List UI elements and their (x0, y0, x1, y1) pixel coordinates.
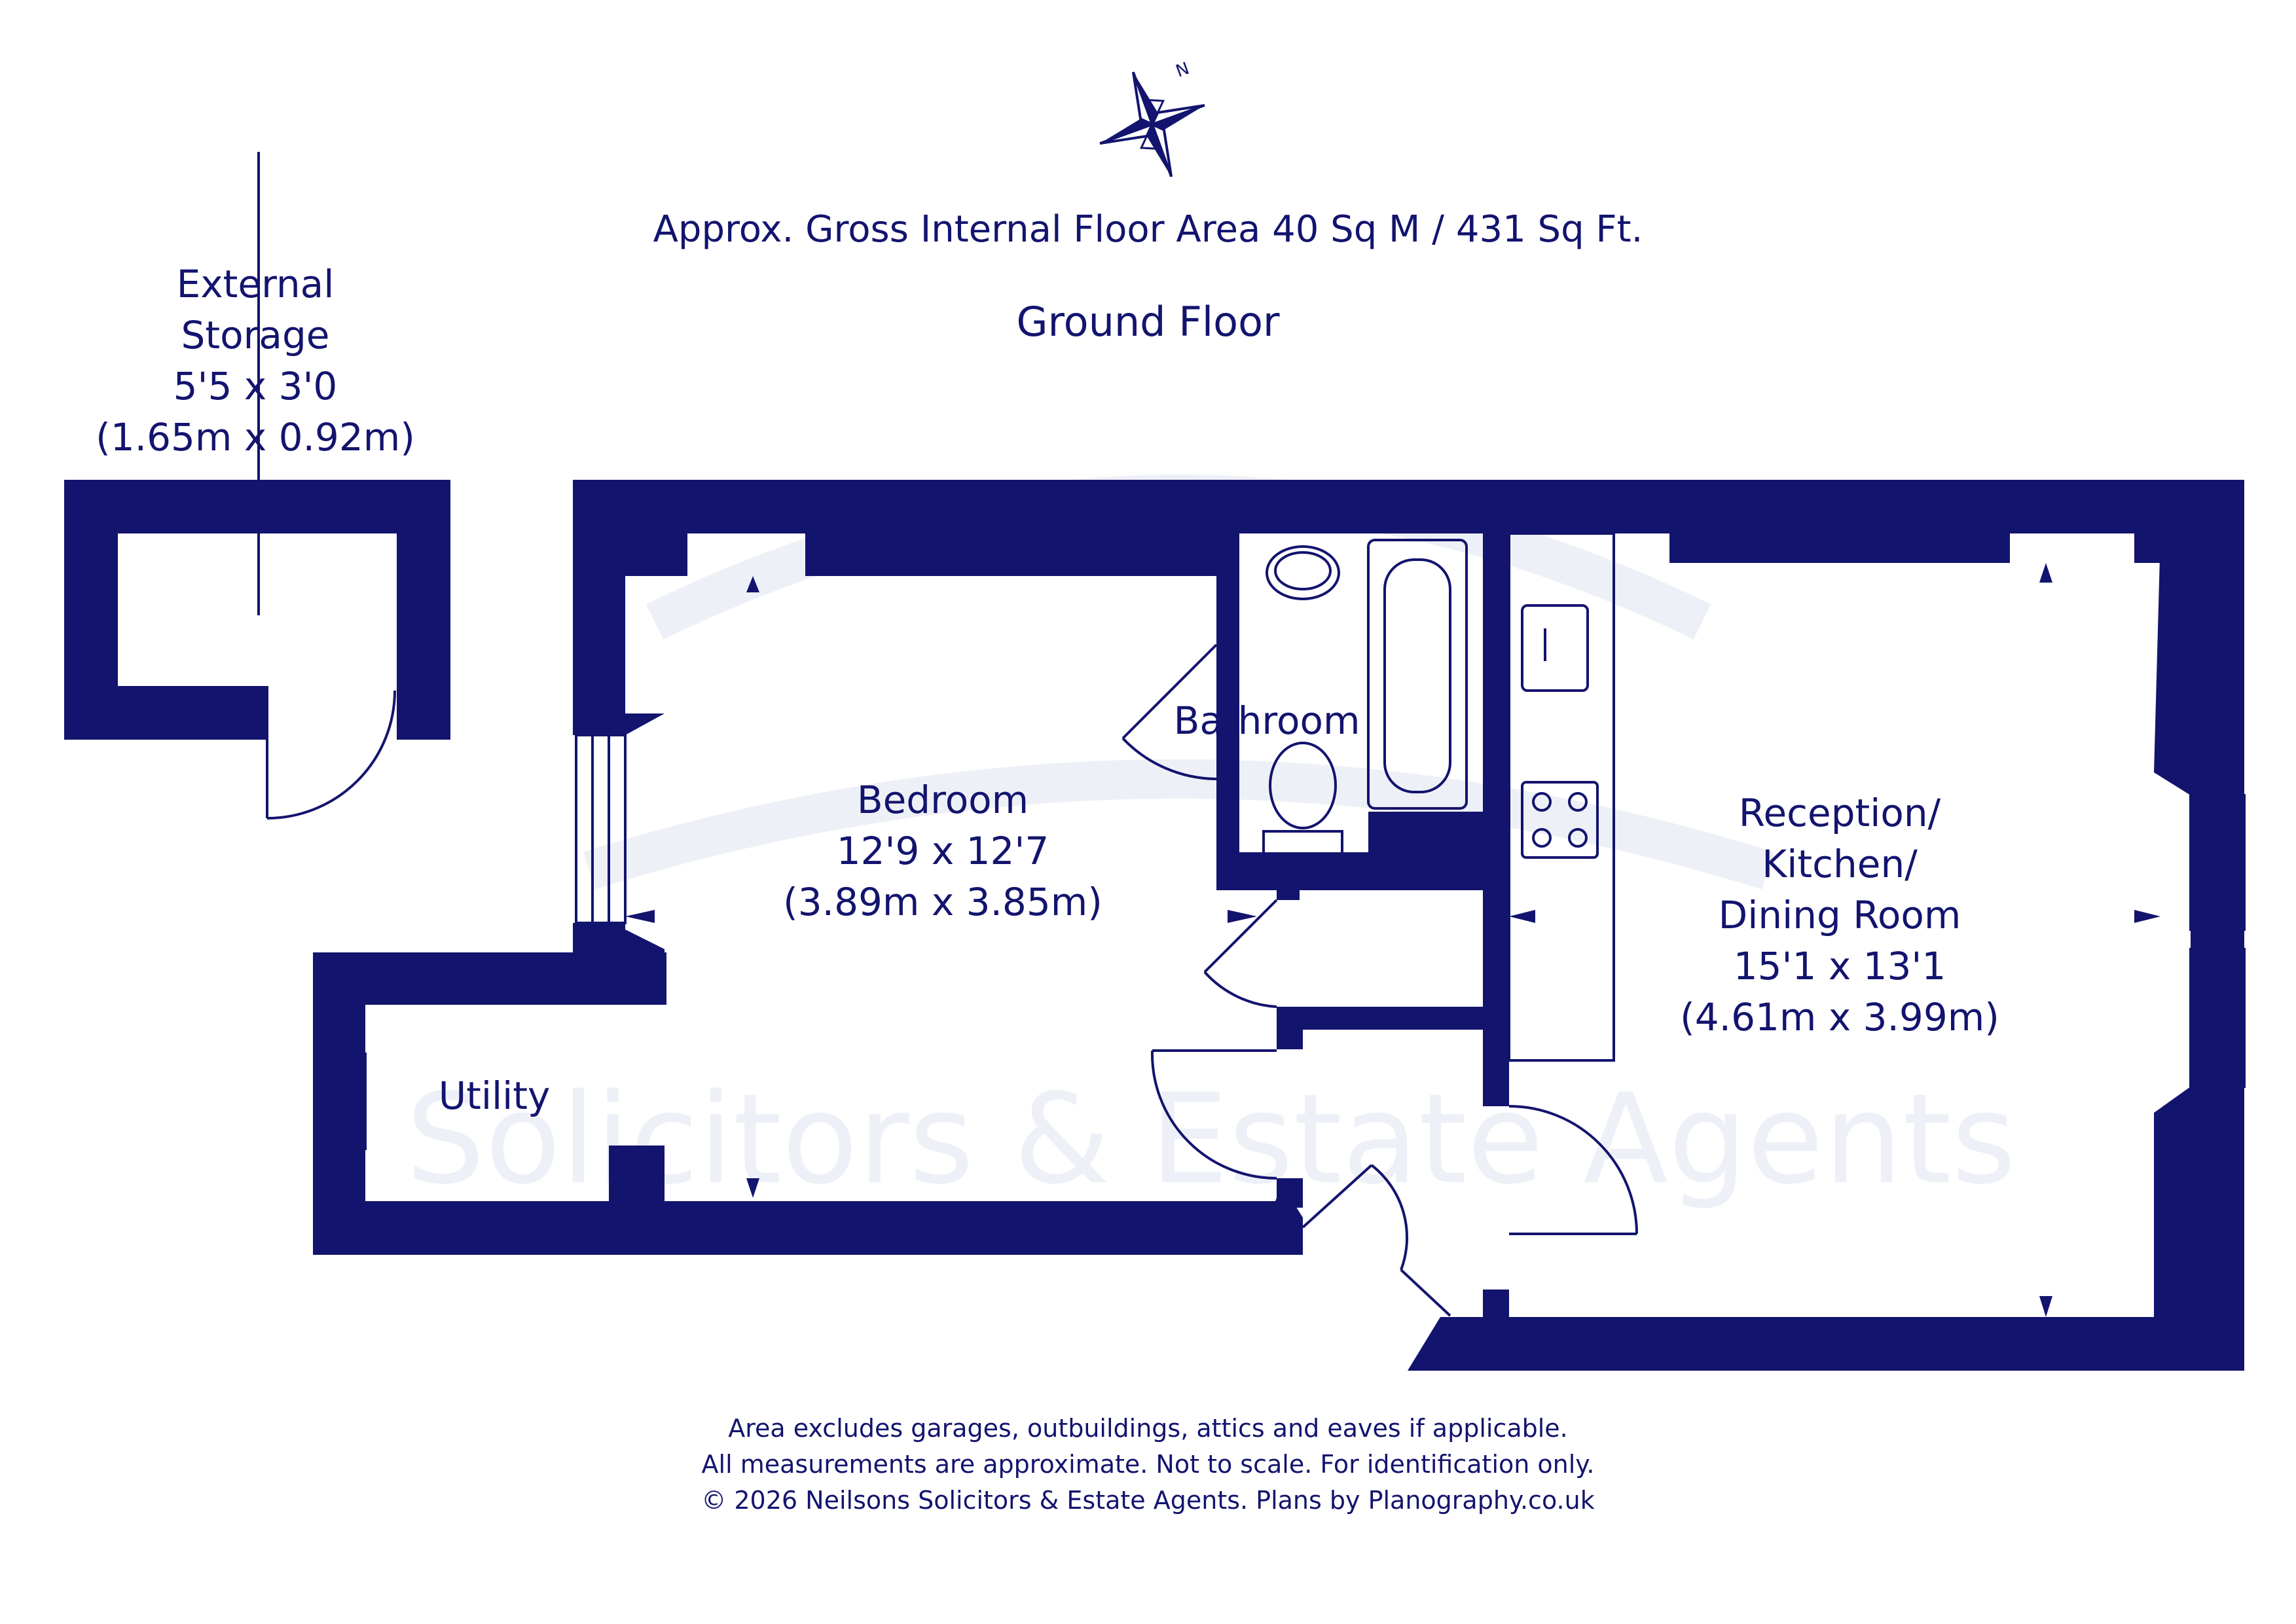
room-name: Bedroom (856, 778, 1029, 822)
room-name: Bathroom (1173, 698, 1360, 743)
compass-north-label: N (1173, 59, 1192, 82)
room-name-line1: Reception/ (1738, 791, 1941, 835)
room-name-line3: Dining Room (1718, 893, 1961, 937)
basin-icon (1266, 545, 1340, 600)
footer-disclaimer-1: Area excludes garages, outbuildings, att… (728, 1414, 1568, 1443)
room-dimensions-metric: (3.89m x 3.85m) (783, 880, 1102, 924)
room-name-line2: Storage (181, 313, 330, 357)
room-name-line1: External (176, 262, 335, 306)
room-dimensions-imperial: 15'1 x 13'1 (1733, 944, 1946, 988)
room-bathroom: Bathroom (1159, 695, 1375, 746)
floor-area-title: Approx. Gross Internal Floor Area 40 Sq … (653, 208, 1643, 251)
sink-icon (1521, 604, 1589, 692)
room-bedroom: Bedroom 12'9 x 12'7 (3.89m x 3.85m) (753, 774, 1133, 928)
room-dimensions-metric: (4.61m x 3.99m) (1680, 995, 1999, 1039)
watermark-text: Solicitors & Estate Agents (406, 1067, 2016, 1212)
room-external-storage: External Storage 5'5 x 3'0 (1.65m x 0.92… (92, 259, 419, 463)
windows (313, 734, 2246, 1150)
room-reception-kitchen-dining: Reception/ Kitchen/ Dining Room 15'1 x 1… (1676, 787, 2003, 1043)
floor-name: Ground Floor (1016, 298, 1280, 346)
footer-copyright: © 2026 Neilsons Solicitors & Estate Agen… (701, 1486, 1595, 1515)
room-dimensions-imperial: 5'5 x 3'0 (173, 364, 338, 408)
footer-disclaimer-2: All measurements are approximate. Not to… (701, 1450, 1595, 1479)
external-storage-walls (64, 480, 450, 740)
bathroom-fixtures (1262, 539, 1468, 862)
main-walls (313, 480, 2244, 1371)
doors (1121, 643, 1638, 1317)
kitchen-counter (1508, 532, 1615, 1062)
toilet-icon (1269, 742, 1337, 829)
dimension-markers (625, 563, 2160, 1317)
compass-icon (1099, 71, 1205, 177)
bath-icon (1367, 539, 1468, 810)
storage-door (257, 152, 396, 820)
room-utility: Utility (393, 1070, 596, 1121)
kitchen-fixtures (1508, 532, 1615, 1062)
room-dimensions-metric: (1.65m x 0.92m) (96, 415, 415, 460)
room-name: Utility (438, 1074, 551, 1118)
room-dimensions-imperial: 12'9 x 12'7 (836, 829, 1049, 873)
hob-icon (1521, 781, 1599, 859)
room-name-line2: Kitchen/ (1762, 842, 1918, 886)
